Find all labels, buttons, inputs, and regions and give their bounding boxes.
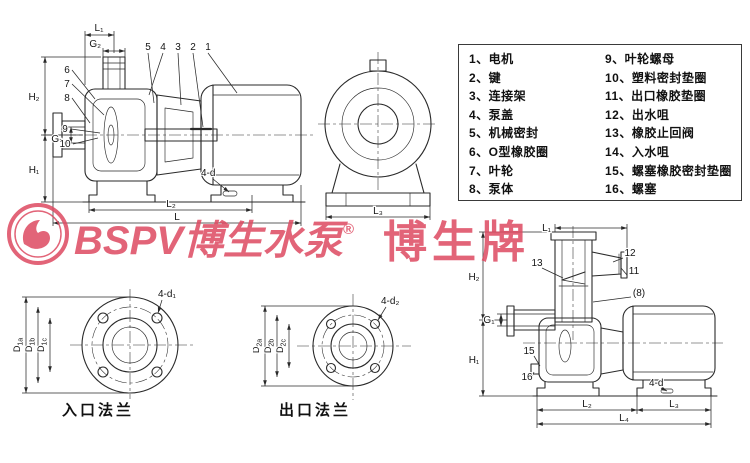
part-item: 7、叶轮 <box>469 163 514 178</box>
callout-leaders <box>531 257 632 378</box>
dim-4d-label: 4-d <box>649 378 663 389</box>
callout-1: 1 <box>205 42 211 53</box>
part-item: 5、机械密封 <box>469 126 539 141</box>
callout-7: 7 <box>64 79 70 90</box>
base-feet <box>82 180 306 203</box>
dim-D1b-label: D1b <box>24 338 37 352</box>
bolt-circle <box>91 306 169 384</box>
callout-9: 9 <box>62 124 68 135</box>
callout-8: 8 <box>64 93 70 104</box>
part-item: 14、入水咀 <box>605 144 670 159</box>
dim-4d2-label: 4-d₂ <box>381 296 399 307</box>
part-item: 10、塑料密封垫圈 <box>605 70 707 85</box>
dim-L-label: L <box>174 212 180 223</box>
part-item: 8、泵体 <box>469 182 514 197</box>
callout-2: 2 <box>190 42 196 53</box>
callout-13: 13 <box>531 258 543 269</box>
dimension-lines <box>41 31 302 226</box>
dim-H1-label: H₁ <box>29 165 40 176</box>
inlet-flange-drawing: D1a D1b D1c 4-d₁ <box>12 288 194 399</box>
dim-G1-label: G₁ <box>483 315 495 326</box>
selfpriming-pump-drawing: L₁ H₂ G₁ H₁ L₂ L₃ L₄ 4-d 13 12 11 (8) 15… <box>467 222 723 428</box>
pump-casing <box>530 317 602 383</box>
outlet-flange-title: 出口法兰 <box>278 402 351 419</box>
dim-D2b-label: D2b <box>263 339 276 353</box>
dim-D1a-label: D1a <box>12 338 25 352</box>
dim-L1-label: L₁ <box>542 223 552 234</box>
callout-6: 6 <box>64 65 70 76</box>
part-item: 4、泵盖 <box>469 107 514 122</box>
part-item: 13、橡胶止回阀 <box>605 126 695 141</box>
dim-L3-label: L₃ <box>373 206 383 217</box>
left-inlet <box>506 305 556 337</box>
dim-D2a-label: D2a <box>253 339 264 353</box>
callout-10: 10 <box>59 139 71 150</box>
dim-D2c-label: D2c <box>275 339 288 353</box>
outlet-pipe <box>102 56 126 90</box>
dim-L1-label: L₁ <box>95 23 105 34</box>
dim-H2-label: H₂ <box>28 92 39 103</box>
registered-mark: ® <box>342 221 354 238</box>
front-dimensions <box>325 206 431 220</box>
part-item: 12、出水咀 <box>605 107 670 122</box>
callout-leaders <box>70 52 238 145</box>
part-item: 6、O型橡胶圈 <box>469 144 549 159</box>
dim-L3-label: L₃ <box>669 399 679 410</box>
part-item: 16、螺塞 <box>605 182 657 197</box>
motor <box>622 305 716 381</box>
dim-L2-label: L₂ <box>166 199 176 210</box>
callout-3: 3 <box>175 42 181 53</box>
part-item: 15、螺塞橡胶密封垫圈 <box>605 163 732 178</box>
motor <box>200 84 302 186</box>
flange-dimensions <box>261 305 387 387</box>
callout-11: 11 <box>629 266 640 277</box>
part-item: 3、连接架 <box>469 89 527 104</box>
front-base <box>325 163 431 207</box>
part-item: 2、键 <box>469 70 502 85</box>
dim-L2-label: L₂ <box>582 399 592 410</box>
flange-dimensions <box>22 296 163 394</box>
front-casing <box>324 59 432 178</box>
part-item: 1、电机 <box>469 52 514 66</box>
parts-list-col-2: 9、叶轮螺母 10、塑料密封垫圈 11、出口橡胶垫圈 12、出水咀 13、橡胶止… <box>605 50 741 200</box>
base-feet <box>532 379 718 397</box>
pump-front-view: L₃ <box>318 52 438 220</box>
dim-L4-label: L₄ <box>619 413 629 424</box>
callout-12: 12 <box>624 248 636 259</box>
pump-section-drawing: L₁ G₂ H₂ G₁ H₁ L₂ L 4-d 5 4 3 2 1 6 7 8 … <box>27 22 315 226</box>
inlet-flange-title: 入口法兰 <box>61 402 134 419</box>
dimension-lines <box>479 224 712 428</box>
callout-15: 15 <box>523 346 535 357</box>
callout-4: 4 <box>160 42 166 53</box>
part-item: 11、出口橡胶垫圈 <box>605 89 707 104</box>
dim-D1c-label: D1c <box>36 338 49 352</box>
callout-16: 16 <box>521 372 533 383</box>
dim-G1-label: G₁ <box>51 134 63 145</box>
callout-8: (8) <box>633 288 645 299</box>
dim-4d-label: 4-d <box>201 168 215 179</box>
dim-H1-label: H₁ <box>469 355 480 366</box>
parts-list: 1、电机 2、键 3、连接架 4、泵盖 5、机械密封 6、O型橡胶圈 7、叶轮 … <box>458 44 742 201</box>
connecting-frame <box>600 327 624 375</box>
dim-H2-label: H₂ <box>468 272 479 283</box>
dim-G2-label: G₂ <box>89 39 101 50</box>
outlet-spout <box>591 251 628 279</box>
callout-5: 5 <box>145 42 151 53</box>
outlet-flange-drawing: D2a D2b D2c 4-d₂ <box>253 294 411 400</box>
parts-list-col-1: 1、电机 2、键 3、连接架 4、泵盖 5、机械密封 6、O型橡胶圈 7、叶轮 … <box>469 50 605 200</box>
vertical-body-pipe <box>550 231 597 323</box>
dim-4d1-label: 4-d₁ <box>158 289 176 300</box>
bolt-circle <box>321 314 385 378</box>
part-item: 9、叶轮螺母 <box>605 52 675 66</box>
